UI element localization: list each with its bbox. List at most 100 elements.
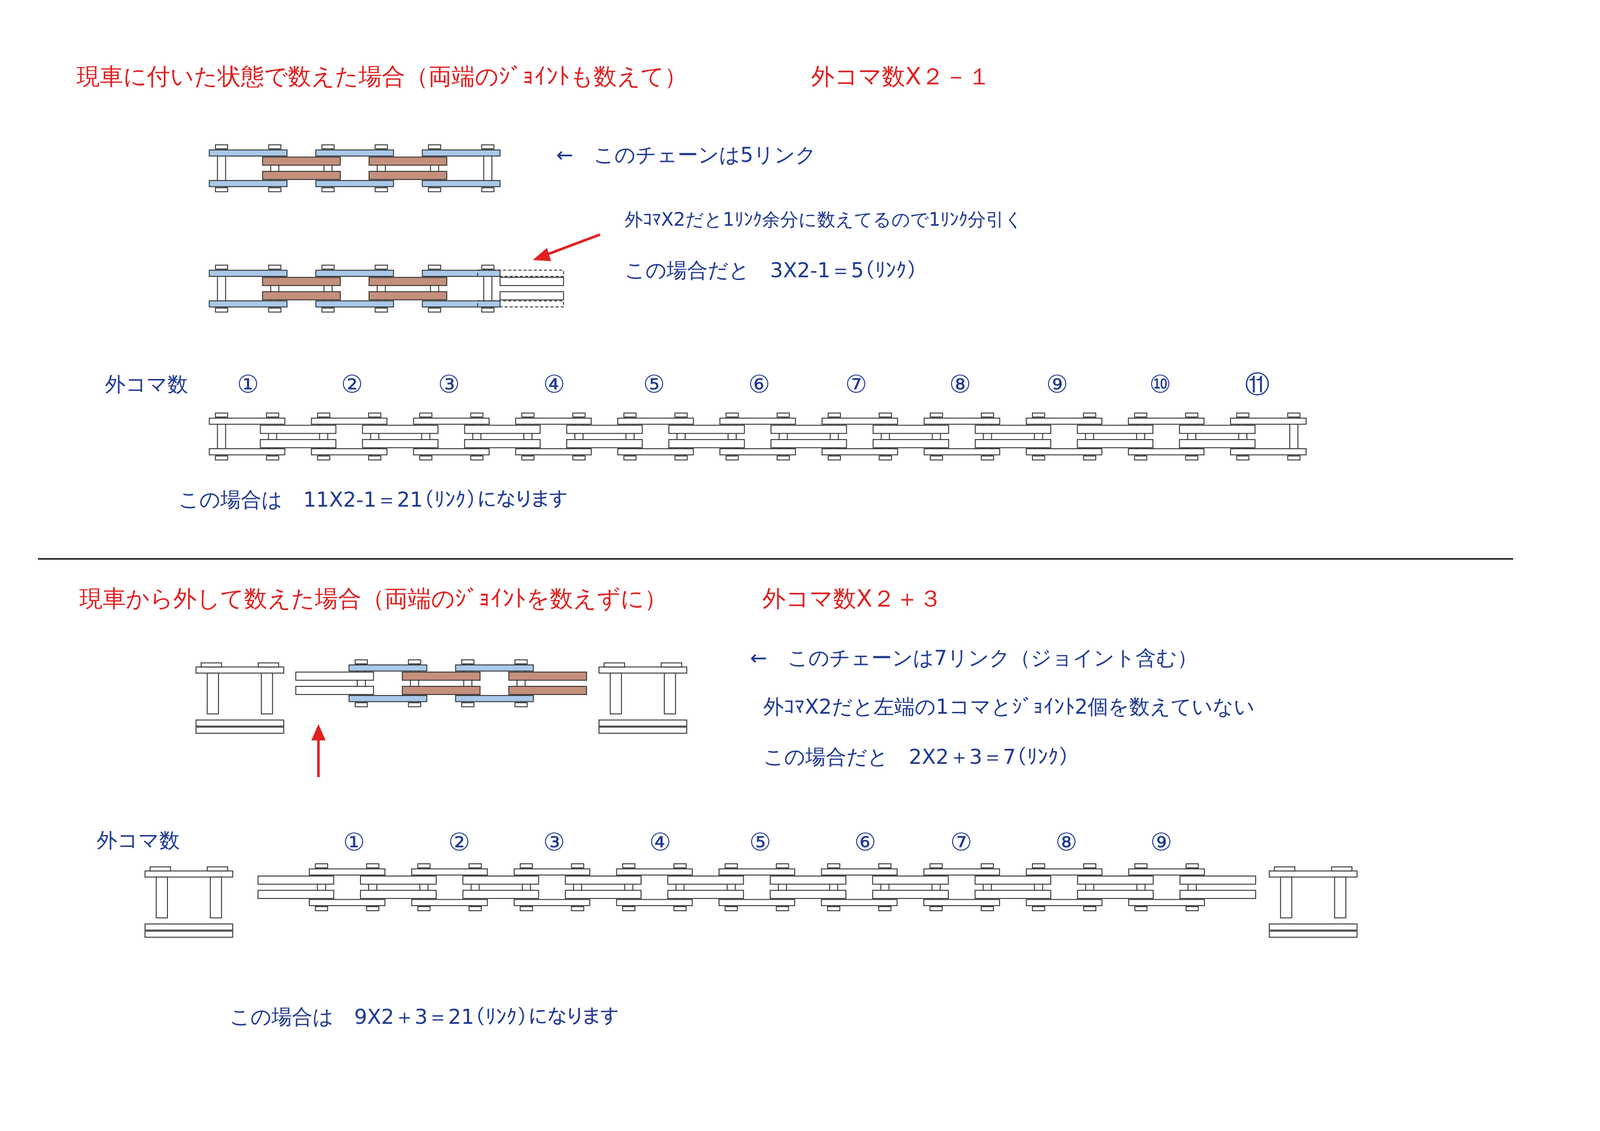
pin-cap bbox=[573, 456, 586, 461]
pin-cap bbox=[1236, 456, 1250, 461]
inner-plate bbox=[360, 876, 437, 885]
outer-plate bbox=[209, 448, 286, 455]
joint-pin bbox=[664, 673, 676, 715]
pin-cap bbox=[828, 413, 841, 418]
outer-plate bbox=[411, 869, 488, 876]
pin-cap bbox=[1186, 864, 1199, 869]
pin-cap bbox=[827, 864, 840, 869]
pin-cap bbox=[428, 187, 441, 192]
outer-plate bbox=[315, 270, 394, 277]
joint-pin bbox=[610, 673, 622, 715]
inner-plate bbox=[771, 439, 847, 449]
outer-plate bbox=[514, 899, 590, 906]
callout-number: ⑪ bbox=[1245, 370, 1270, 399]
pin-cap bbox=[417, 906, 431, 912]
joint-pin bbox=[261, 673, 273, 715]
pin-cap bbox=[827, 906, 840, 912]
outer-plate bbox=[422, 150, 501, 157]
outer-plate bbox=[719, 418, 796, 425]
note-text: この場合だと 3X2-1＝5（ﾘﾝｸ） bbox=[624, 258, 919, 282]
inner-plate bbox=[295, 672, 374, 681]
inner-plate bbox=[369, 156, 447, 166]
outer-plate bbox=[1128, 899, 1205, 906]
pin-cap bbox=[215, 145, 228, 150]
pin-cap bbox=[724, 906, 738, 912]
pin-cap bbox=[322, 265, 335, 270]
pin-cap bbox=[366, 864, 380, 869]
pin-cap bbox=[315, 864, 328, 869]
callout-number: ④ bbox=[649, 828, 672, 858]
pin-cap bbox=[322, 307, 335, 313]
joint-plate bbox=[145, 924, 233, 931]
inner-plate bbox=[565, 890, 642, 899]
outer-plate bbox=[515, 448, 592, 455]
callout-number: ⑨ bbox=[1150, 828, 1173, 858]
inner-plate bbox=[369, 291, 447, 301]
pin-cap bbox=[622, 864, 636, 869]
pin-cap bbox=[571, 864, 584, 869]
callout-number: ⑥ bbox=[748, 370, 771, 399]
joint-plate bbox=[599, 720, 687, 727]
pin-cap bbox=[258, 663, 279, 668]
pin-cap bbox=[368, 413, 381, 418]
outer-plate bbox=[1026, 899, 1103, 906]
inner-plate bbox=[974, 890, 1051, 899]
pin-cap bbox=[1186, 906, 1199, 912]
outer-plate bbox=[1026, 418, 1103, 425]
pin-cap bbox=[354, 703, 368, 708]
pin-cap bbox=[981, 906, 994, 912]
inner-plate bbox=[974, 876, 1051, 885]
pin-cap bbox=[408, 660, 421, 665]
pin-cap bbox=[268, 187, 282, 192]
inner-plate bbox=[1077, 876, 1154, 885]
pin-cap bbox=[481, 145, 495, 150]
pin-cap bbox=[1134, 456, 1147, 461]
pin-cap bbox=[878, 864, 892, 869]
pin-cap bbox=[520, 864, 533, 869]
pin-cap bbox=[419, 456, 433, 461]
pin-cap bbox=[461, 660, 475, 665]
inner-plate bbox=[362, 439, 438, 449]
inner-plate bbox=[262, 277, 340, 286]
inner-plate bbox=[402, 686, 480, 695]
pin-cap bbox=[1083, 864, 1096, 869]
inner-plate bbox=[565, 876, 642, 885]
inner-plate bbox=[770, 890, 846, 899]
pin-cap bbox=[215, 265, 228, 270]
pin-cap bbox=[624, 456, 637, 461]
pin-cap bbox=[1185, 456, 1199, 461]
pin-cap bbox=[408, 703, 421, 708]
inner-plate bbox=[260, 439, 337, 449]
pin-cap bbox=[375, 265, 388, 270]
pin-cap bbox=[215, 456, 228, 461]
pin-cap bbox=[624, 413, 637, 418]
note-text: ← このチェーンは5リンク bbox=[556, 143, 817, 167]
pin-cap bbox=[521, 456, 535, 461]
outer-plate bbox=[422, 301, 501, 308]
pin-cap bbox=[725, 456, 739, 461]
note-text: この場合は 9X2＋3＝21（ﾘﾝｸ）になります bbox=[229, 1005, 619, 1029]
joint-pin bbox=[1334, 877, 1346, 918]
outer-plate bbox=[349, 665, 427, 672]
row-label: 外コマ数 bbox=[104, 372, 188, 397]
inner-plate bbox=[508, 672, 587, 681]
pin-cap bbox=[520, 906, 533, 912]
pin-cap bbox=[515, 660, 528, 665]
red-arrow bbox=[311, 724, 326, 778]
callout-number: ⑦ bbox=[950, 828, 973, 858]
inner-plate bbox=[770, 876, 846, 885]
arrow-head bbox=[311, 724, 326, 741]
note-text: 外ｺﾏX2だと左端の1コマとｼﾞｮｲﾝﾄ2個を数えていない bbox=[763, 695, 1255, 719]
callout-number: ③ bbox=[542, 828, 565, 858]
outer-plate bbox=[719, 448, 796, 455]
row-label: 外コマ数 bbox=[96, 828, 180, 853]
outer-plate bbox=[209, 418, 286, 425]
outer-plate bbox=[514, 869, 590, 876]
outer-plate bbox=[923, 869, 1000, 876]
joint-pin bbox=[156, 877, 168, 918]
pin-cap bbox=[725, 413, 739, 418]
joint-pin bbox=[207, 673, 219, 715]
section-heading: 外コマ数X２＋３ bbox=[762, 585, 943, 613]
pin-cap bbox=[674, 413, 688, 418]
pin-cap bbox=[878, 906, 892, 912]
